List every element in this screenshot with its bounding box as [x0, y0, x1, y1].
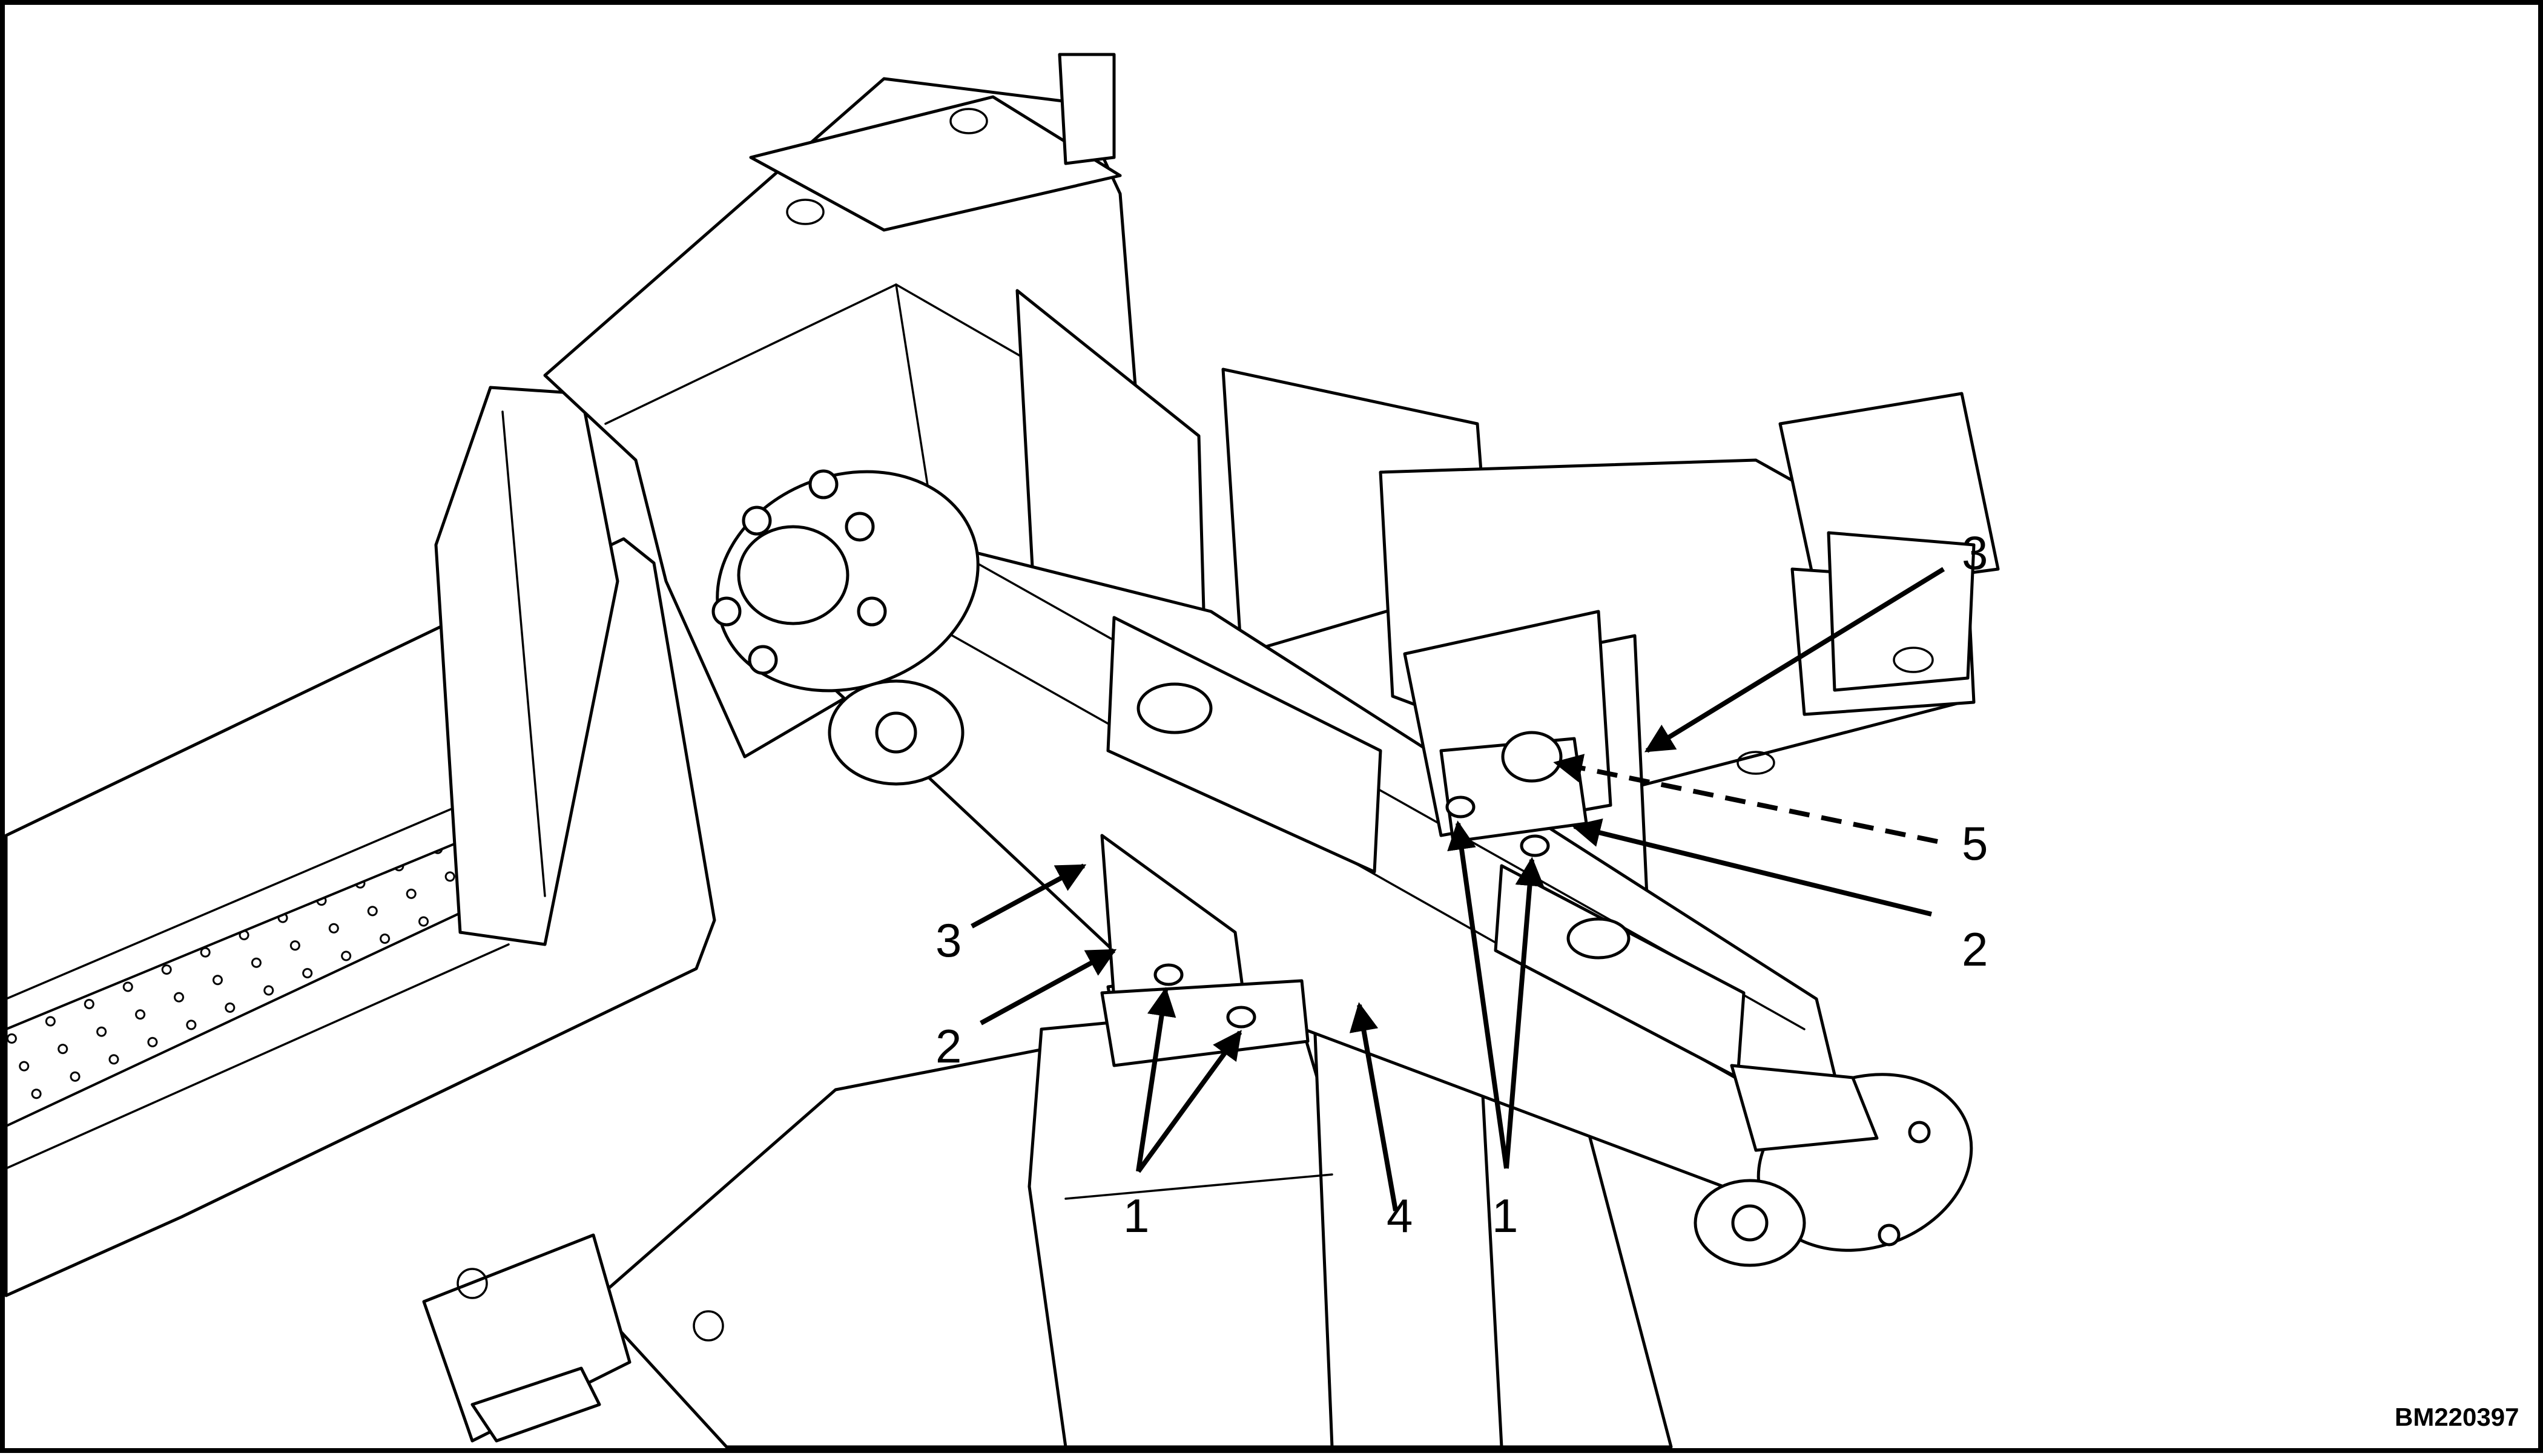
right-wheel-hub [1694, 1064, 1973, 1267]
leader-4 [1349, 1002, 1398, 1211]
bolt-right-a [1445, 796, 1476, 819]
callout-3-left: 3 [935, 914, 961, 967]
leader-2a [980, 948, 1117, 1026]
left-wheel-hub [711, 469, 980, 786]
figure-id: BM220397 [2395, 1403, 2519, 1431]
callout-2-right: 2 [1962, 923, 1988, 976]
callout-5: 5 [1962, 817, 1988, 870]
leader-1a-bolt [1136, 987, 1176, 1172]
right-mount-block [1403, 610, 1612, 857]
callout-labels: 1 1 2 2 3 3 4 5 [935, 526, 1988, 1242]
leader-1b-bolt [1447, 820, 1509, 1169]
leader-1b-bolt-b [1504, 857, 1545, 1169]
leader-1a-bolt-b [1136, 1030, 1242, 1173]
leader-3a [971, 863, 1087, 929]
leader-lines [971, 567, 1945, 1211]
callout-1-right: 1 [1492, 1189, 1518, 1242]
leader-2b [1571, 819, 1932, 917]
callout-3-right: 3 [1962, 526, 1988, 579]
bolt-right-b [1520, 834, 1550, 857]
callout-1-left: 1 [1123, 1189, 1149, 1242]
leader-3b [1644, 567, 1945, 753]
upper-tower [543, 53, 1207, 759]
callout-2-left: 2 [935, 1020, 961, 1073]
axle-housing [834, 543, 1855, 1201]
bolt-left-b [1226, 1006, 1256, 1029]
callout-4: 4 [1387, 1189, 1413, 1242]
wear-pad-5 [1501, 731, 1563, 783]
bolt-left-a [1153, 963, 1184, 986]
left-mount-block [1100, 834, 1310, 1067]
chassis-left-rail [4, 386, 716, 1297]
